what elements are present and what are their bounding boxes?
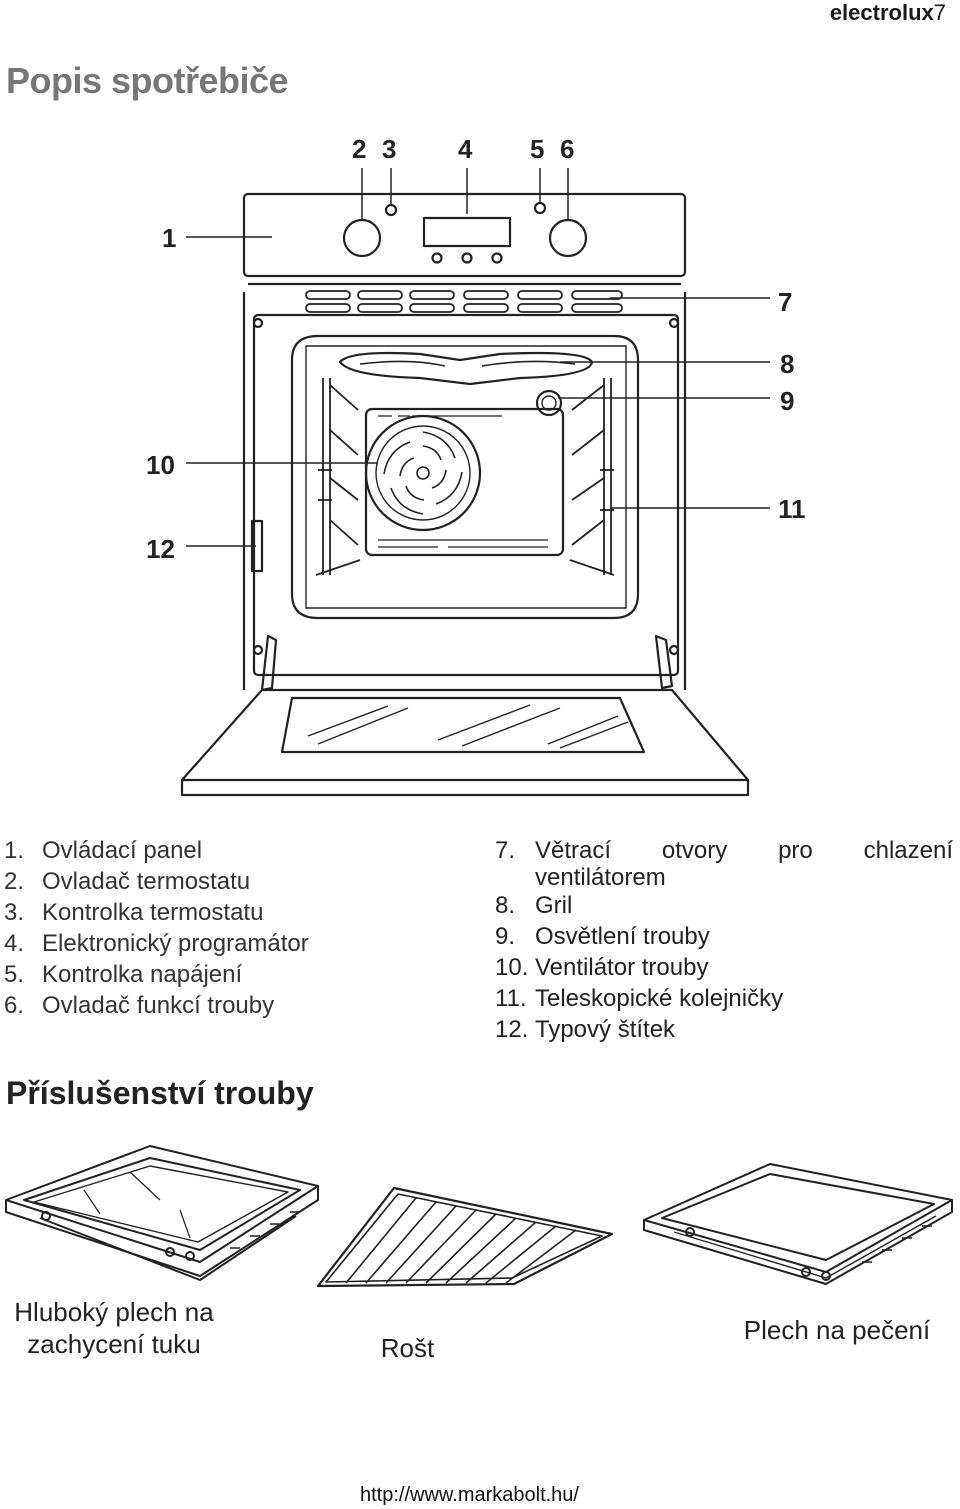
callout-11: 11 [778,494,806,524]
page-number: 7 [933,0,946,25]
callout-4: 4 [458,134,473,164]
list-item: 9.Osvětlení trouby [495,923,710,950]
callout-1: 1 [162,223,176,253]
footer-url: http://www.markabolt.hu/ [360,1484,579,1506]
list-item: 7. Větrací otvory pro chlazení ventiláto… [495,837,953,891]
list-item: 5.Kontrolka napájení [4,961,243,988]
wire-shelf-image [316,1186,614,1288]
callout-12: 12 [146,534,175,564]
list-item: 8.Gril [495,892,573,919]
parts-list-left: 1.Ovládací panel 2.Ovladač termostatu 3.… [4,835,309,1021]
callout-10: 10 [146,450,175,480]
function-knob-shape [548,218,588,258]
programmer-display-shape [422,216,512,248]
callout-8: 8 [780,349,794,379]
baking-tray-image [643,1163,953,1285]
page-title: Popis spotřebiče [6,60,289,101]
callout-2: 2 [352,134,366,164]
oven-body-shape [242,282,687,690]
thermostat-light-shape [384,203,398,217]
accessory-label-deep-tray: Hluboký plech na zachycení tuku [14,1297,214,1359]
control-panel-shape [242,192,687,278]
power-light-shape [533,201,547,215]
deep-tray-image [5,1145,319,1281]
callout-7: 7 [778,287,792,317]
callout-6: 6 [560,134,574,164]
list-item: 6.Ovladač funkcí trouby [4,992,275,1019]
list-item: 2.Ovladač termostatu [4,868,251,895]
list-item: 3.Kontrolka termostatu [4,899,264,926]
callout-9: 9 [780,386,794,416]
accessory-label-shelf: Rošt [380,1333,435,1363]
accessory-label-baking-tray: Plech na pečení [743,1315,931,1345]
list-item: 4.Elektronický programátor [4,930,309,957]
callout-3: 3 [382,134,396,164]
list-item: 12.Typový štítek [495,1016,676,1043]
brand-header: electrolux7 [830,0,946,26]
parts-list-right: 7. Větrací otvory pro chlazení ventiláto… [495,835,953,1045]
accessories-heading: Příslušenství trouby [6,1075,314,1111]
list-item: 1.Ovládací panel [4,837,203,864]
list-item: 11.Teleskopické kolejničky [495,985,784,1012]
brand-name: electrolux [829,0,934,25]
list-item: 10.Ventilátor trouby [495,954,709,981]
callout-5: 5 [530,134,544,164]
thermostat-knob-shape [342,218,382,258]
